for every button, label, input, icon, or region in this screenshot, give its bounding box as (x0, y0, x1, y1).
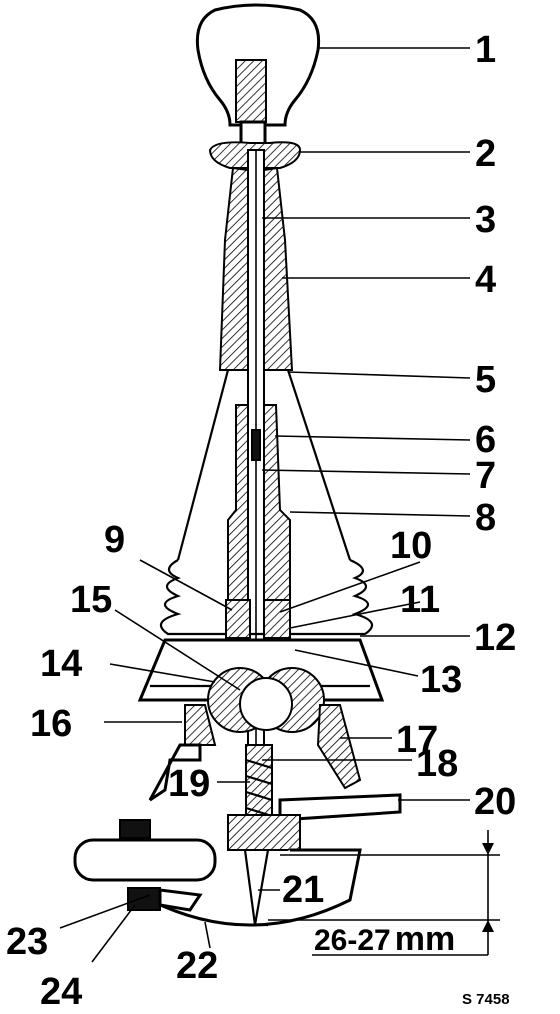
callout-8: 8 (475, 497, 496, 539)
reference-code: S 7458 (462, 991, 510, 1008)
callout-5: 5 (475, 359, 496, 401)
callout-2: 2 (475, 133, 496, 175)
lower-pivot (227, 744, 402, 851)
callout-22: 22 (176, 945, 218, 987)
callout-16: 16 (30, 703, 72, 745)
callout-20: 20 (474, 781, 516, 823)
callout-24: 24 (40, 971, 82, 1013)
callout-1: 1 (475, 29, 496, 71)
callout-4: 4 (475, 259, 496, 301)
callout-21: 21 (282, 869, 324, 911)
callout-13: 13 (420, 659, 462, 701)
callout-6: 6 (475, 419, 496, 461)
callout-23: 23 (6, 921, 48, 963)
callout-7: 7 (475, 455, 496, 497)
bushing-stack (225, 599, 291, 639)
callout-11: 11 (400, 579, 440, 621)
callout-18: 18 (416, 743, 458, 785)
callout-19: 19 (168, 763, 210, 805)
leader-lines (59, 47, 471, 963)
selector-rod (73, 819, 217, 912)
callout-10: 10 (390, 525, 432, 567)
callout-17: 17 (396, 719, 438, 761)
dimension-unit: mm (395, 920, 455, 958)
base-bowl (149, 848, 362, 927)
callout-3: 3 (475, 199, 496, 241)
dimension-marker (268, 830, 500, 956)
callout-12: 12 (474, 617, 516, 659)
shift-knob (195, 3, 321, 148)
callout-14: 14 (40, 643, 82, 685)
callout-labels: 1 2 3 4 5 6 7 8 9 10 11 12 13 14 15 16 1… (6, 29, 516, 1013)
callout-9: 9 (104, 519, 125, 561)
callout-15: 15 (70, 579, 112, 621)
dimension-value: 26-27 (314, 924, 391, 957)
